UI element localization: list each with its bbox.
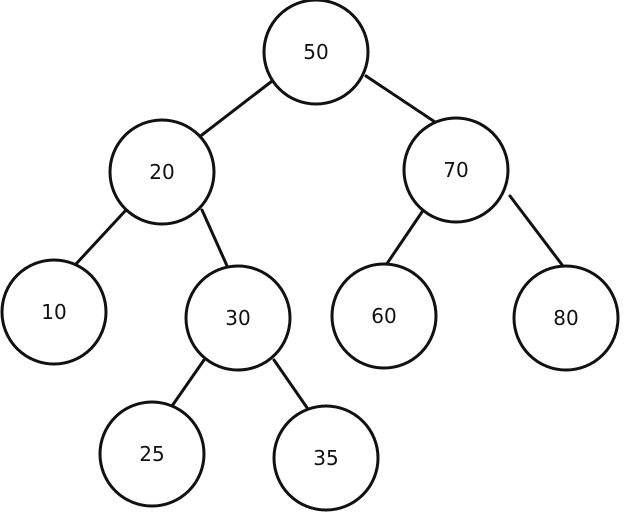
edge-30-35	[272, 358, 312, 414]
edge-70-60	[382, 210, 424, 270]
tree-node-35: 35	[272, 404, 380, 512]
node-label-35: 35	[313, 446, 338, 470]
node-circle-60	[330, 262, 438, 370]
node-label-20: 20	[149, 160, 174, 184]
tree-node-60: 60	[330, 262, 438, 370]
tree-node-30: 30	[184, 264, 292, 372]
node-label-70: 70	[443, 158, 468, 182]
tree-node-25: 25	[98, 400, 206, 508]
edges-layer	[74, 74, 568, 414]
node-circle-70	[402, 116, 510, 224]
edge-50-20	[196, 76, 278, 140]
edge-50-70	[364, 74, 440, 126]
tree-node-50: 50	[262, 0, 370, 106]
node-label-80: 80	[553, 306, 578, 330]
node-label-10: 10	[41, 300, 66, 324]
tree-node-20: 20	[108, 118, 216, 226]
node-circle-30	[184, 264, 292, 372]
node-label-60: 60	[371, 304, 396, 328]
tree-node-80: 80	[512, 264, 620, 372]
node-label-25: 25	[139, 442, 164, 466]
tree-node-70: 70	[402, 116, 510, 224]
node-circle-80	[512, 264, 620, 372]
node-label-30: 30	[225, 306, 250, 330]
edge-70-80	[508, 194, 568, 272]
node-label-50: 50	[303, 40, 328, 64]
edge-20-10	[74, 208, 128, 266]
node-circle-50	[262, 0, 370, 106]
node-circle-10	[0, 258, 108, 366]
node-circle-35	[272, 404, 380, 512]
edge-30-25	[170, 358, 206, 408]
tree-node-10: 10	[0, 258, 108, 366]
edge-20-30	[200, 208, 230, 270]
node-circle-25	[98, 400, 206, 508]
node-circle-20	[108, 118, 216, 226]
